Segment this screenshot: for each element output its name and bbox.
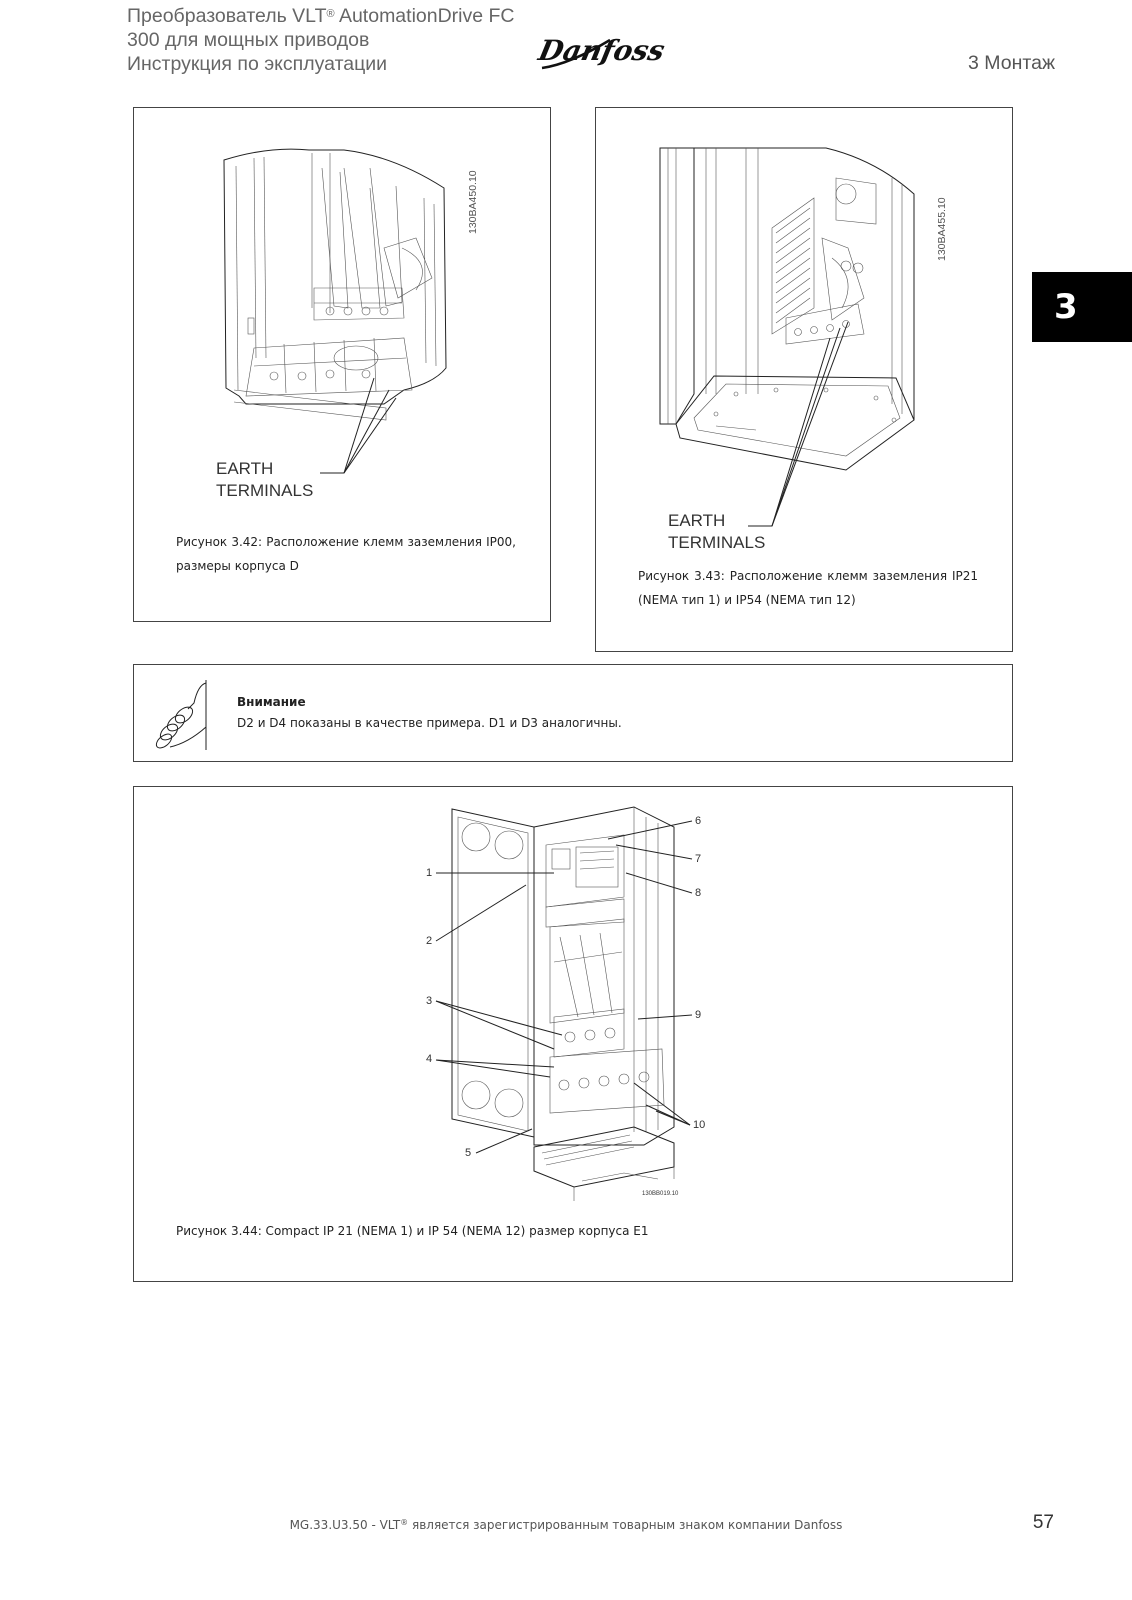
note-text: D2 и D4 показаны в качестве примера. D1 … — [237, 716, 622, 730]
figure-3-44-code: 130BB019.10 — [642, 1191, 679, 1197]
callout-7: 7 — [695, 853, 702, 865]
figure-3-42-label: EARTH TERMINALS — [216, 459, 314, 500]
hand-pointing-icon — [155, 680, 207, 750]
chapter-tab: 3 — [1032, 272, 1132, 342]
figure-3-43-drawing — [659, 147, 915, 527]
callout-5: 5 — [465, 1147, 472, 1159]
callout-9: 9 — [695, 1009, 702, 1021]
callout-1: 1 — [426, 867, 433, 879]
callout-4: 4 — [426, 1053, 433, 1065]
page-number: 57 — [1032, 1512, 1054, 1533]
figure-3-44-drawing — [435, 806, 693, 1201]
svg-text:Danfoss: Danfoss — [535, 33, 668, 67]
figure-3-43: 130BA455.10 EARTH TERMINALS Рисунок 3.43… — [595, 107, 1013, 652]
note-title: Внимание — [237, 695, 306, 709]
title-line-1: Преобразователь VLT® AutomationDrive FC — [127, 5, 515, 27]
note-box: Внимание D2 и D4 показаны в качестве при… — [133, 664, 1013, 762]
title-line-2: 300 для мощных приводов — [127, 29, 370, 51]
section-title: 3 Монтаж — [968, 52, 1055, 74]
figure-3-42-caption: Рисунок 3.42: Расположение клемм заземле… — [176, 535, 516, 573]
figure-3-43-label: EARTH TERMINALS — [668, 511, 766, 552]
figure-3-44-caption: Рисунок 3.44: Compact IP 21 (NEMA 1) и I… — [176, 1224, 649, 1238]
callout-10: 10 — [693, 1119, 706, 1131]
callout-3: 3 — [426, 995, 433, 1007]
callout-8: 8 — [695, 887, 702, 899]
figure-3-43-caption: Рисунок 3.43: Расположение клемм заземле… — [638, 569, 978, 607]
figure-3-43-code: 130BA455.10 — [936, 197, 948, 261]
callout-6: 6 — [695, 815, 702, 827]
figure-3-42: 130BA450.10 EARTH TERMINALS Рисунок 3.42… — [133, 107, 551, 622]
title-line-3: Инструкция по эксплуатации — [127, 53, 388, 75]
callout-2: 2 — [426, 935, 433, 947]
figure-3-44: 1 2 3 4 5 6 7 8 9 10 130BB019.10 Рисунок… — [133, 786, 1013, 1282]
danfoss-logo: Danfoss — [535, 33, 668, 70]
figure-3-42-code: 130BA450.10 — [467, 170, 479, 234]
page-footer: MG.33.U3.50 - VLT® является зарегистриро… — [289, 1518, 843, 1532]
figure-3-42-drawing — [223, 148, 447, 474]
document-title: Преобразователь VLT® AutomationDrive FC … — [127, 4, 515, 76]
